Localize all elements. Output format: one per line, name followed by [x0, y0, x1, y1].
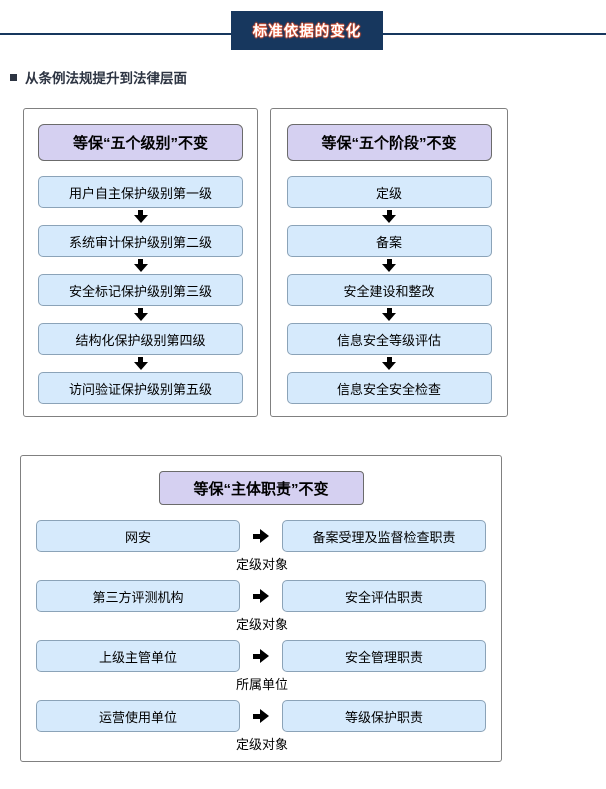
flow-step: 用户自主保护级别第一级 [38, 176, 243, 208]
flow-step: 定级 [286, 176, 492, 208]
banner-title-box: 标准依据的变化 [231, 11, 383, 50]
duty-subject-box: 上级主管单位 [36, 640, 241, 672]
flow-step: 备案 [286, 225, 492, 257]
panel-five-levels: 等保“五个级别”不变 用户自主保护级别第一级 系统审计保护级别第二级 安全标记保… [23, 108, 258, 417]
duty-subject-box: 网安 [36, 520, 241, 552]
flow-step: 安全标记保护级别第三级 [38, 274, 243, 306]
arrow-down-icon [133, 308, 149, 321]
arrow-down-icon [381, 259, 397, 272]
duty-caption: 定级对象 [235, 617, 288, 632]
duty-responsibility-box: 安全管理职责 [281, 640, 486, 672]
banner-title: 标准依据的变化 [252, 24, 362, 40]
arrow-right-icon [253, 589, 269, 603]
arrow-down-icon [381, 308, 397, 321]
arrow-column [240, 649, 282, 663]
section-heading-label: 从条例法规提升到法律层面 [25, 71, 187, 86]
duty-responsibility-box: 备案受理及监督检查职责 [281, 520, 486, 552]
duty-row: 运营使用单位 等级保护职责 [36, 700, 486, 732]
arrow-column [240, 529, 282, 543]
flow-step: 系统审计保护级别第二级 [38, 225, 243, 257]
section-heading: 从条例法规提升到法律层面 [10, 67, 187, 87]
arrow-column [240, 589, 282, 603]
duty-caption: 所属单位 [235, 677, 288, 692]
arrow-down-icon [381, 210, 397, 223]
arrow-down-icon [133, 357, 149, 370]
duty-row: 网安 备案受理及监督检查职责 [36, 520, 486, 552]
panel-duties-title: 等保“主体职责”不变 [158, 471, 364, 505]
duty-subject-box: 运营使用单位 [36, 700, 241, 732]
arrow-column [240, 709, 282, 723]
panel-five-levels-title: 等保“五个级别”不变 [38, 124, 243, 161]
panel-five-stages: 等保“五个阶段”不变 定级 备案 安全建设和整改 信息安全等级评估 信息安全安全… [270, 108, 508, 417]
arrow-right-icon [253, 709, 269, 723]
flow-step: 访问验证保护级别第五级 [38, 372, 243, 404]
duty-subject-box: 第三方评测机构 [36, 580, 241, 612]
panel-duties: 等保“主体职责”不变 网安 备案受理及监督检查职责 定级对象 第三方评测机构 安… [20, 455, 502, 762]
duty-row: 上级主管单位 安全管理职责 [36, 640, 486, 672]
duty-responsibility-box: 等级保护职责 [281, 700, 486, 732]
arrow-down-icon [381, 357, 397, 370]
duty-caption: 定级对象 [235, 737, 288, 752]
arrow-down-icon [133, 259, 149, 272]
panel-five-stages-title: 等保“五个阶段”不变 [286, 124, 492, 161]
flow-panels: 等保“五个级别”不变 用户自主保护级别第一级 系统审计保护级别第二级 安全标记保… [23, 108, 508, 417]
flow-step: 安全建设和整改 [286, 274, 492, 306]
arrow-right-icon [253, 529, 269, 543]
flow-step: 信息安全等级评估 [286, 323, 492, 355]
duty-caption: 定级对象 [235, 557, 288, 572]
duty-responsibility-box: 安全评估职责 [281, 580, 486, 612]
arrow-down-icon [133, 210, 149, 223]
flow-step: 结构化保护级别第四级 [38, 323, 243, 355]
duty-row: 第三方评测机构 安全评估职责 [36, 580, 486, 612]
arrow-right-icon [253, 649, 269, 663]
flow-step: 信息安全安全检查 [286, 372, 492, 404]
square-bullet-icon [10, 73, 17, 81]
